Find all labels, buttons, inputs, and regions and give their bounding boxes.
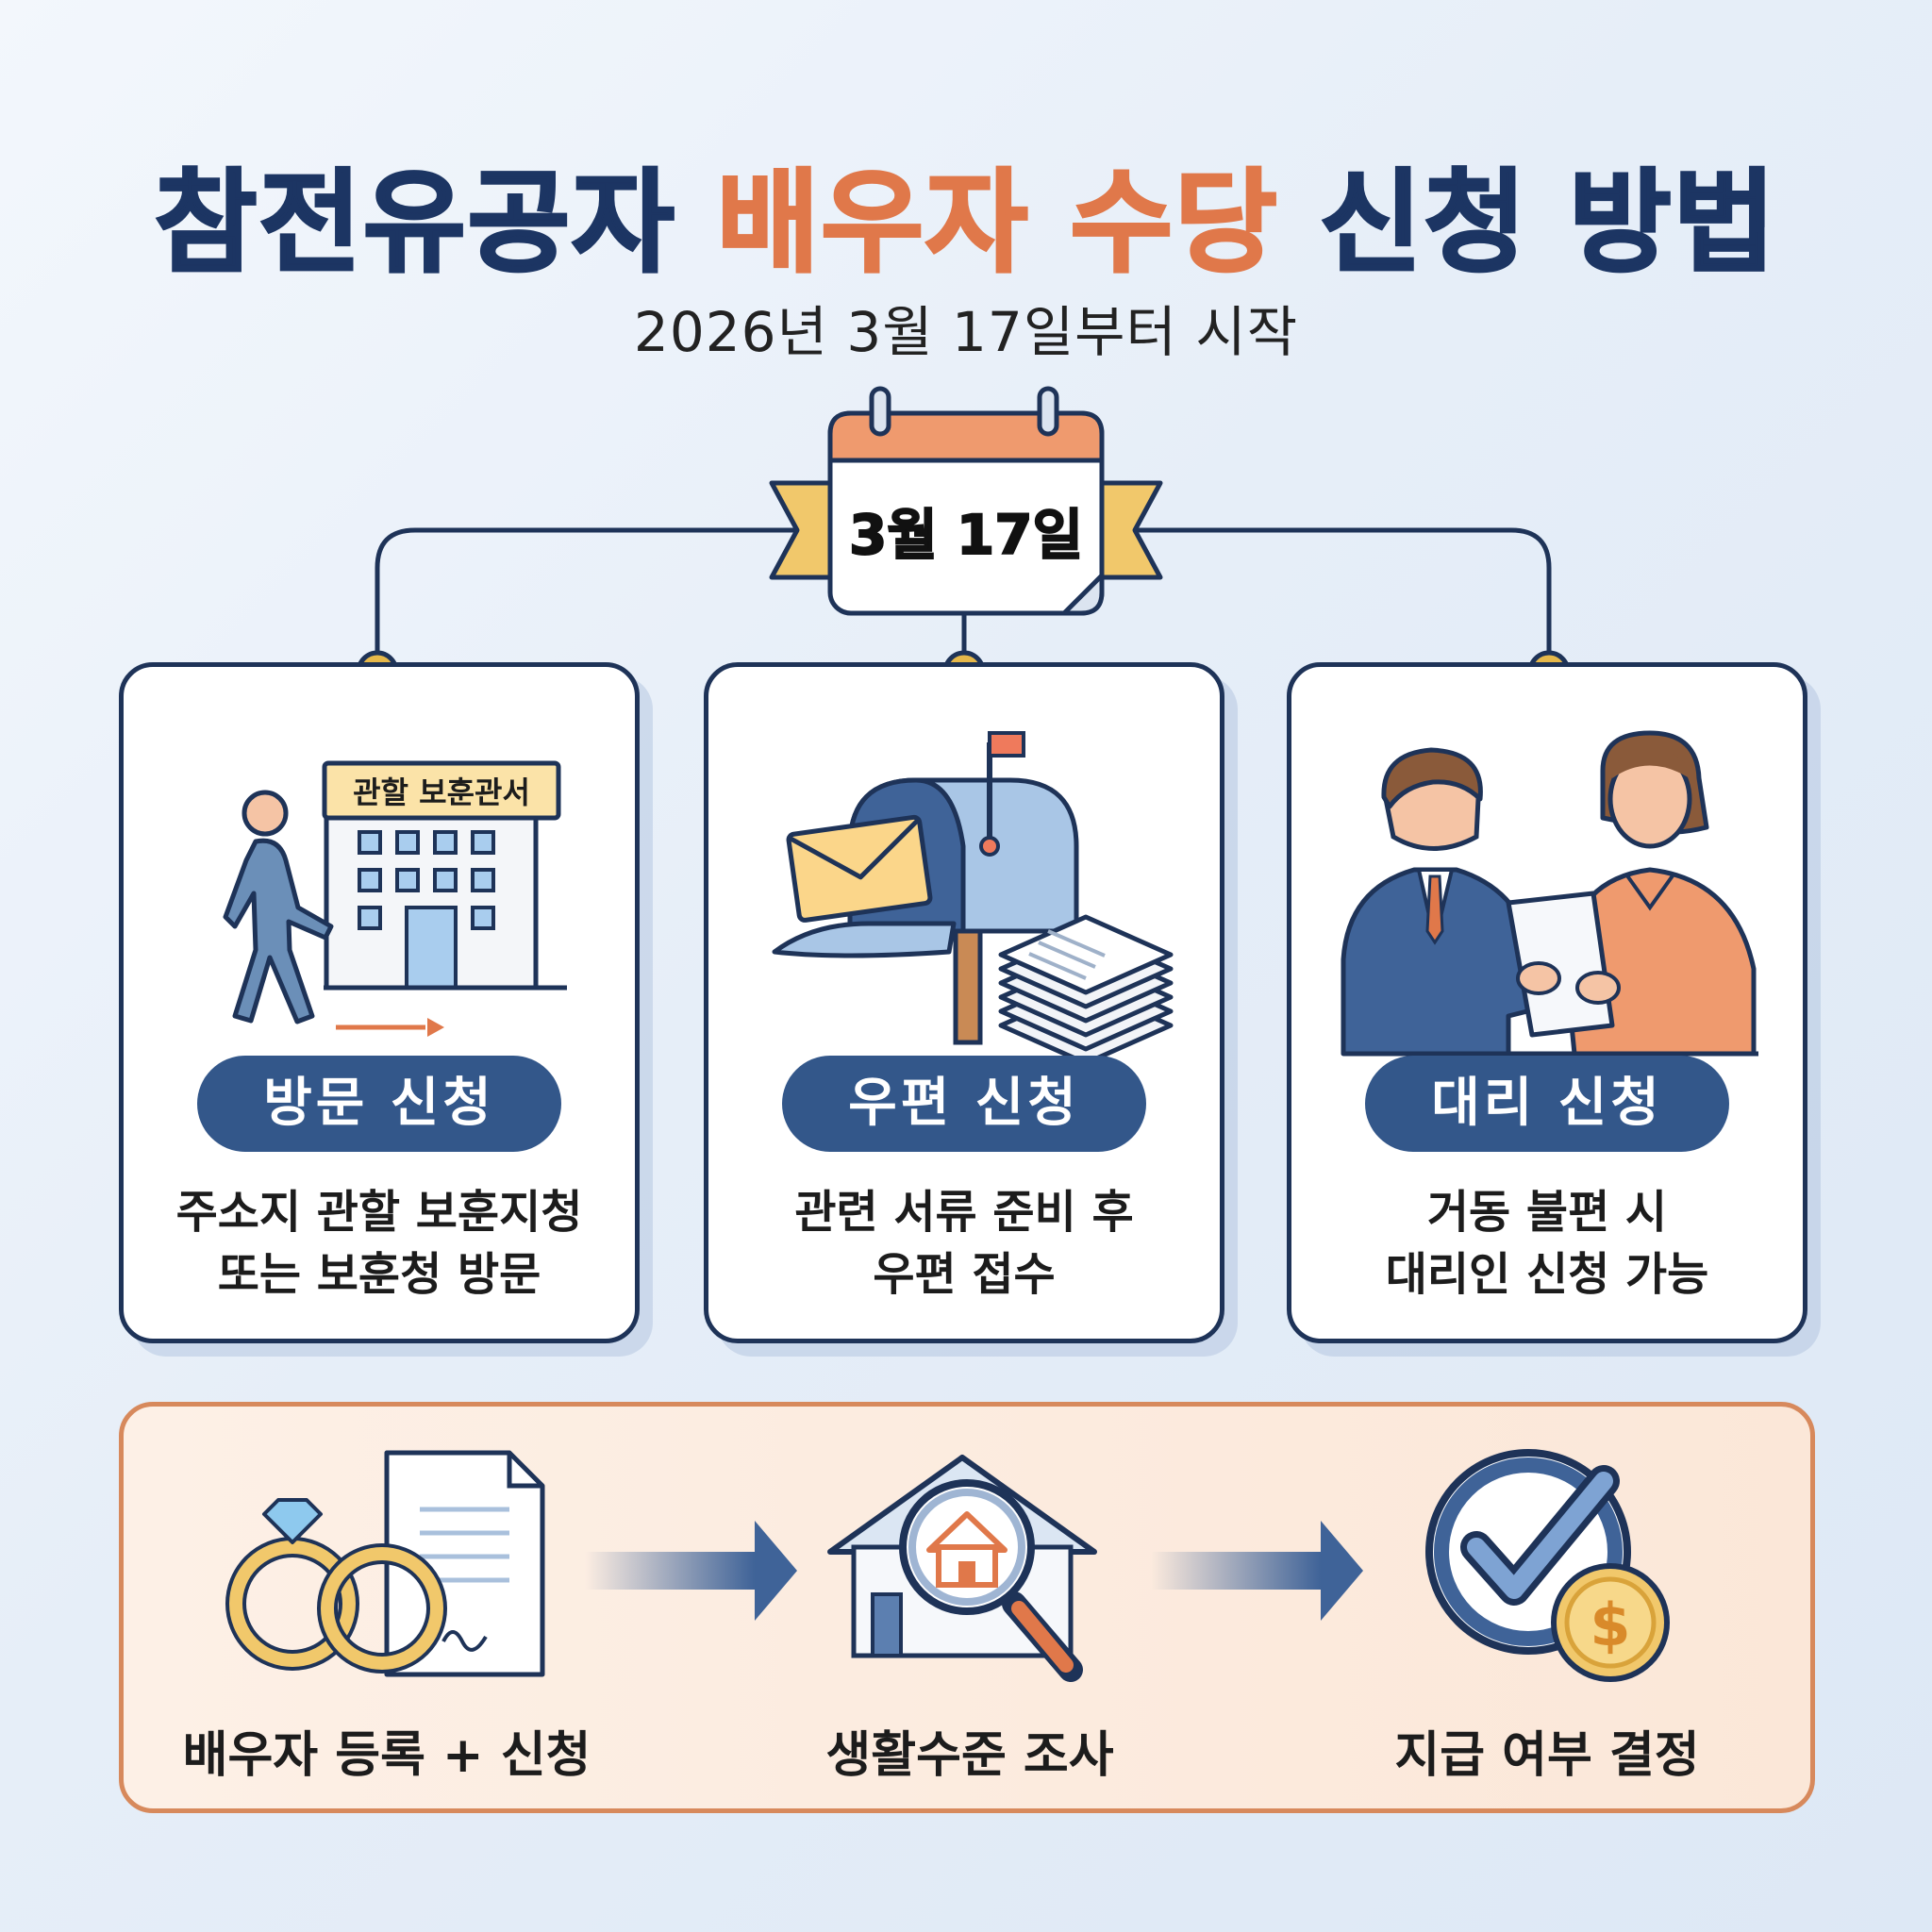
page-title: 참전유공자 배우자 수당 신청 방법 (0, 132, 1932, 293)
connector-left-line (375, 527, 825, 670)
visit-method-desc: 주소지 관할 보훈지청 또는 보훈청 방문 (124, 1181, 635, 1306)
method-card-visit: 관할 보훈관서 방문 신청 주소지 관할 보훈지청 또는 보훈청 방문 (119, 662, 640, 1343)
proxy-desc-line2: 대리인 신청 가능 (1385, 1248, 1709, 1301)
mail-desc-line1: 관련 서류 준비 후 (794, 1186, 1134, 1239)
rings-document-icon (225, 1450, 545, 1677)
checkmark-coin-icon (1425, 1449, 1670, 1682)
visit-method-pill: 방문 신청 (197, 1056, 561, 1152)
method-card-proxy: 대리 신청 거동 불편 시 대리인 신청 가능 (1287, 662, 1807, 1343)
calendar-date: 3월 17일 (848, 502, 1084, 568)
mailbox-icon (772, 731, 1174, 1066)
visit-desc-line2: 또는 보훈청 방문 (217, 1248, 541, 1301)
mail-method-pill: 우편 신청 (782, 1056, 1146, 1152)
process-step-2-label: 생활수준 조사 (825, 1727, 1114, 1784)
person-walking-to-building-icon (223, 760, 567, 1037)
title-part2: 신청 방법 (1278, 157, 1778, 290)
connector-diagram (356, 386, 1571, 679)
flow-arrow-1-icon (585, 1521, 797, 1621)
connector-right-line (1106, 527, 1552, 670)
mail-method-desc: 관련 서류 준비 후 우편 접수 (708, 1181, 1220, 1306)
subtitle: 2026년 3월 17일부터 시작 (633, 300, 1299, 364)
process-step-1-label: 배우자 등록 + 신청 (182, 1727, 591, 1784)
flow-arrow-2-icon (1151, 1521, 1363, 1621)
agent-handing-document-icon (1341, 730, 1758, 1057)
method-card-mail: 우편 신청 관련 서류 준비 후 우편 접수 (704, 662, 1224, 1343)
calendar-icon (827, 386, 1105, 616)
ribbon-icon (769, 480, 1163, 580)
building-sign-text: 관할 보훈관서 (353, 774, 530, 810)
proxy-method-desc: 거동 불편 시 대리인 신청 가능 (1291, 1181, 1803, 1306)
coin-dollar-sign: $ (1590, 1591, 1630, 1659)
title-highlight: 배우자 수당 (715, 157, 1279, 290)
visit-desc-line1: 주소지 관할 보훈지청 (175, 1186, 583, 1239)
process-step-3-label: 지급 여부 결정 (1394, 1727, 1700, 1784)
proxy-method-pill: 대리 신청 (1365, 1056, 1729, 1152)
house-magnifier-icon (827, 1455, 1097, 1682)
mail-desc-line2: 우편 접수 (873, 1248, 1056, 1301)
title-part1: 참전유공자 (153, 157, 717, 290)
proxy-desc-line1: 거동 불편 시 (1426, 1186, 1668, 1239)
